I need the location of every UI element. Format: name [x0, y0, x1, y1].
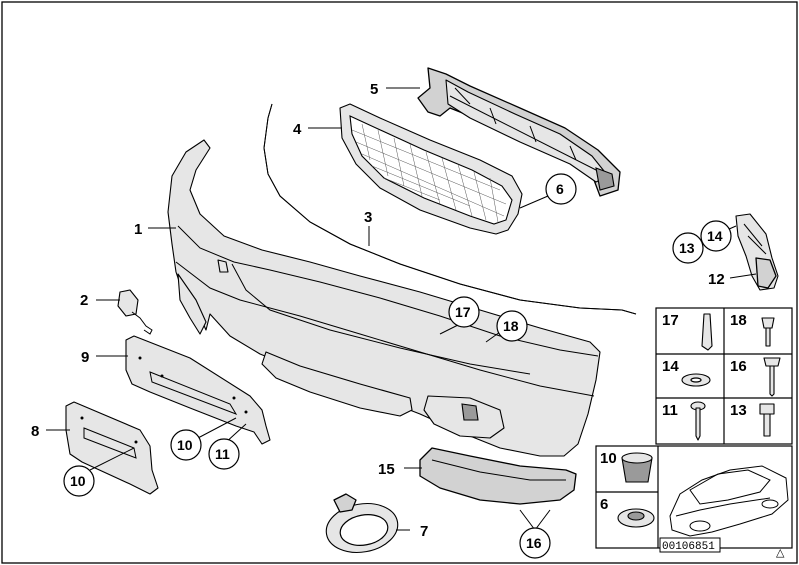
callout-11: 11 [215, 446, 230, 462]
callout-12: 12 [708, 271, 725, 288]
document-number: 00106851 [662, 541, 715, 553]
callout-4: 4 [293, 121, 302, 138]
callout-17: 17 [455, 304, 471, 320]
callout-5: 5 [370, 81, 378, 98]
callout-8: 8 [31, 423, 39, 440]
table-label-11: 11 [662, 402, 678, 419]
callout-2: 2 [80, 292, 88, 309]
callout-6: 6 [556, 181, 564, 197]
center-grille-part [339, 103, 523, 235]
table-label-17: 17 [662, 312, 679, 329]
table-label-18: 18 [730, 312, 747, 329]
clip-nut-car-box [595, 445, 793, 549]
front-spoiler-part [419, 447, 577, 505]
callout-16: 16 [526, 535, 542, 551]
fastener-table [655, 307, 793, 445]
fog-light-ring-part [325, 493, 399, 553]
callout-10-lower: 10 [70, 473, 86, 489]
tow-hook-cover-part [117, 289, 153, 335]
callout-3: 3 [364, 209, 372, 226]
callout-18: 18 [503, 318, 519, 334]
callout-1: 1 [134, 221, 142, 238]
callout-7: 7 [420, 523, 428, 540]
side-bracket-part [735, 213, 779, 291]
callout-13: 13 [679, 240, 695, 256]
bumper-shell-part [167, 139, 601, 457]
callout-10-upper: 10 [177, 437, 193, 453]
table-label-16: 16 [730, 358, 747, 375]
table-label-6: 6 [600, 496, 608, 513]
table-label-13: 13 [730, 402, 747, 419]
table-label-14: 14 [662, 358, 679, 375]
bumper-carrier-part [417, 67, 621, 197]
license-plate-bracket-part [125, 335, 271, 445]
corner-mark: △ [776, 546, 785, 559]
callout-14: 14 [707, 228, 723, 244]
callout-15: 15 [378, 461, 395, 478]
license-plate-base-part [65, 401, 159, 495]
table-label-10: 10 [600, 450, 617, 467]
callout-9: 9 [81, 349, 89, 366]
